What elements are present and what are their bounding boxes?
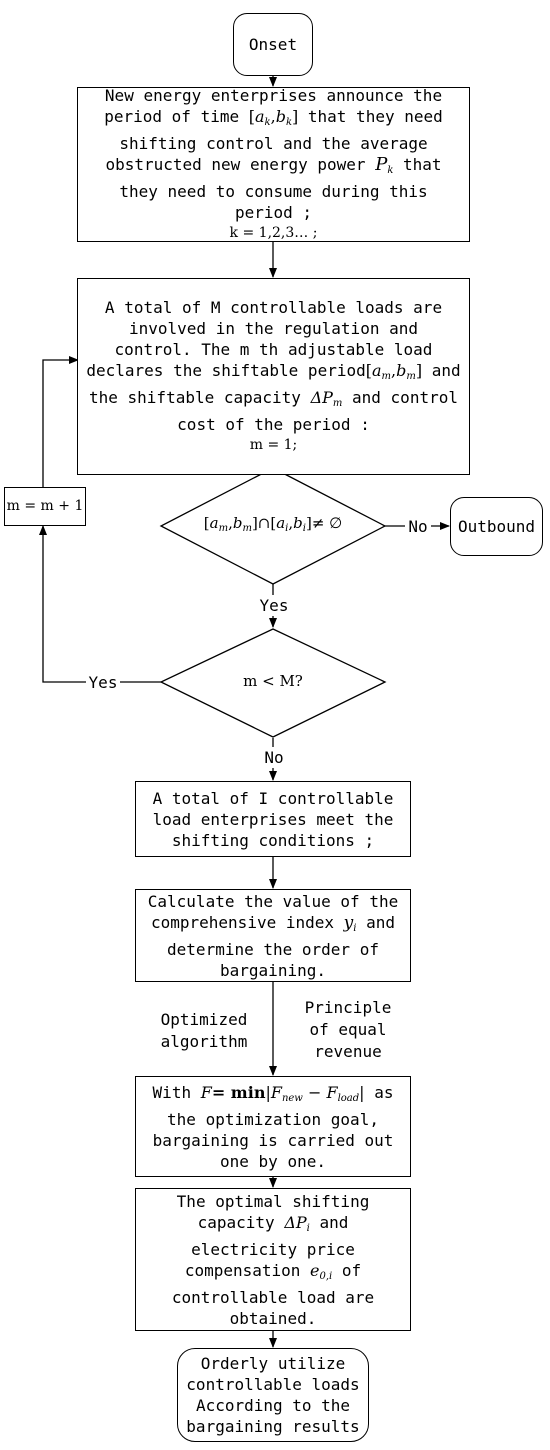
result-box: The optimal shifting capacity ΔPi and el…	[135, 1188, 411, 1331]
label-principle-equal-revenue: Principle of equal revenue	[304, 998, 392, 1061]
final-line2: controllable loads	[186, 1375, 360, 1394]
announce-line3: shifting control and the average	[119, 134, 428, 153]
result-line3: electricity price	[191, 1239, 355, 1259]
increment-box: m = m + 1	[4, 487, 86, 526]
calc-box: Calculate the value of the comprehensive…	[135, 889, 411, 982]
increment-label: m = m + 1	[6, 498, 84, 514]
announce-line1: New energy enterprises announce the	[104, 86, 443, 105]
delta-pi: ΔPi	[284, 1212, 310, 1234]
compare-diamond	[159, 628, 387, 738]
intersect-condition: [am,bm]∩[ai,bi]≠ ∅	[203, 514, 343, 534]
final-line1: Orderly utilize	[200, 1354, 346, 1373]
announce-line7: k = 1,2,3… ;	[229, 225, 318, 241]
delta-pm: ΔPm	[310, 388, 343, 409]
announce-line5: they need to consume during this	[119, 182, 428, 201]
calc-line1: Calculate the value of the	[147, 891, 399, 911]
interval-ak-bk: [ak,bk]	[248, 107, 299, 128]
final-terminal: Orderly utilize controllable loads Accor…	[177, 1348, 369, 1442]
meet-box: A total of I controllable load enterpris…	[135, 781, 411, 857]
onset-label: Onset	[248, 35, 298, 54]
label-no-outbound: No	[405, 516, 431, 537]
optimize-line3: bargaining is carried out	[152, 1130, 394, 1150]
loads-line7: m = 1;	[249, 437, 298, 453]
optimize-box: With F= min|Fnew − Fload| as the optimiz…	[135, 1076, 411, 1177]
calc-line3: determine the order of	[167, 939, 379, 959]
objective-formula: F= min|Fnew − Fload|	[200, 1082, 365, 1104]
announce-line4: obstructed new energy power Pk that	[105, 154, 442, 176]
calc-line2: comprehensive index yi and	[150, 912, 396, 934]
calc-line4: bargaining.	[220, 960, 326, 980]
price-e0i: e0,i	[310, 1260, 333, 1282]
edge-increment-loads	[42, 356, 79, 487]
final-line4: bargaining results	[186, 1417, 360, 1436]
result-line5: controllable load are	[171, 1287, 375, 1307]
result-line4: compensation e0,i of	[184, 1260, 362, 1282]
announce-line2: period of time [ak,bk] that they need	[104, 107, 443, 128]
optimize-line4: one by one.	[220, 1151, 326, 1171]
loads-line1: A total of M controllable loads are	[104, 298, 443, 317]
onset-terminal: Onset	[233, 13, 313, 76]
edge-compare-increment	[39, 525, 161, 683]
loads-line4: declares the shiftable period[am,bm] and	[86, 361, 461, 382]
loads-line5: the shiftable capacity ΔPm and control	[89, 388, 458, 409]
interval-am-bm: [am,bm]	[365, 361, 423, 382]
label-yes-loop: Yes	[86, 672, 120, 693]
index-yi: yi	[343, 912, 357, 934]
loads-box: A total of M controllable loads are invo…	[77, 278, 470, 475]
announce-line6: period ;	[234, 203, 313, 222]
meet-line2: load enterprises meet the	[152, 809, 394, 829]
result-line6: obtained.	[229, 1308, 317, 1328]
label-yes-down: Yes	[257, 595, 291, 616]
loads-line3: control. The m th adjustable load	[114, 340, 433, 359]
meet-line1: A total of I controllable	[152, 788, 394, 808]
announce-box: New energy enterprises announce the peri…	[77, 86, 470, 242]
optimize-line2: the optimization goal,	[167, 1109, 379, 1129]
loads-line6: cost of the period :	[177, 415, 370, 434]
compare-condition: m < M?	[243, 672, 303, 690]
label-optimized-algorithm: Optimized algorithm	[160, 1010, 248, 1051]
intersect-diamond	[159, 467, 387, 585]
loads-line2: involved in the regulation and	[129, 319, 418, 338]
outbound-terminal: Outbound	[450, 497, 543, 556]
outbound-label: Outbound	[457, 517, 536, 536]
power-pk: Pk	[375, 154, 394, 176]
final-line3: According to the	[195, 1396, 351, 1415]
optimize-line1: With F= min|Fnew − Fload| as	[152, 1082, 394, 1104]
result-line2: capacity ΔPi and	[197, 1212, 349, 1234]
label-no-down: No	[262, 747, 286, 768]
result-line1: The optimal shifting	[176, 1191, 370, 1211]
meet-line3: shifting conditions ;	[171, 830, 375, 850]
